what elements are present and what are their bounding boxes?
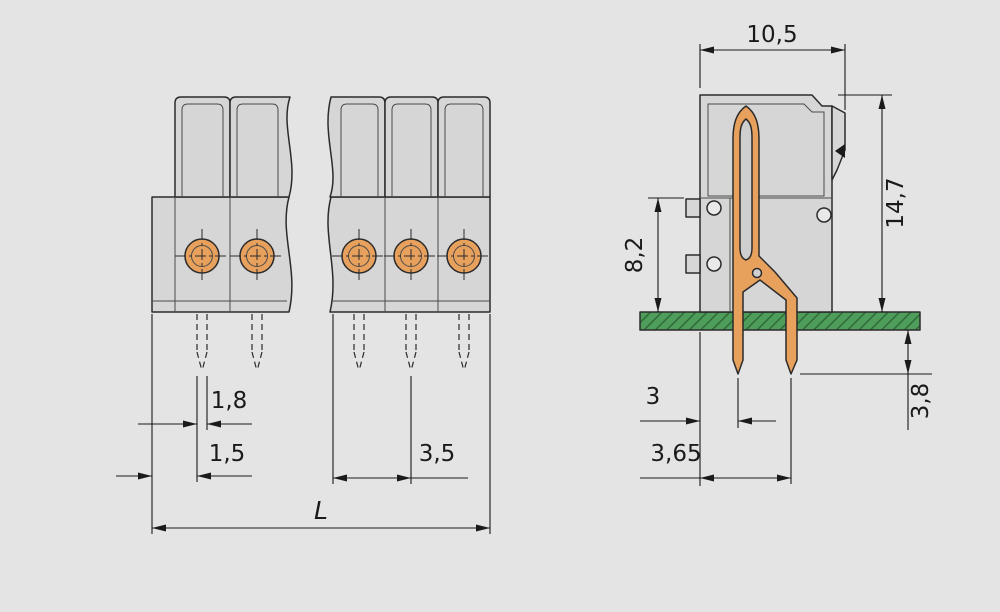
contact-spring — [732, 105, 798, 375]
front-dimensions: 1,8 1,5 3,5 L — [116, 314, 491, 534]
side-hole-upper — [706, 200, 722, 216]
side-hole-right — [816, 207, 832, 223]
dimension-label-pin-offset: 3 — [646, 384, 661, 410]
dimension-label-edge-offset: 1,5 — [209, 441, 246, 467]
shroud-cell-3 — [327, 96, 386, 198]
dimension-label-total-length: L — [314, 496, 328, 525]
dimension-label-width: 10,5 — [746, 22, 797, 48]
shroud-cell-1 — [174, 96, 231, 198]
front-dimension-arrows — [138, 420, 490, 532]
front-housing — [151, 96, 491, 313]
side-dimensions: 10,5 14,7 8,2 3 3,65 3,8 — [622, 22, 934, 486]
shroud-cell-2 — [229, 96, 293, 198]
shroud-inner-walls — [181, 103, 484, 197]
side-hole-lower — [706, 256, 722, 272]
contact-centermark — [437, 229, 491, 283]
contact-5 — [437, 229, 491, 283]
dimension-label-pin-spacing: 3,65 — [650, 441, 701, 467]
shroud-cell-5 — [437, 96, 491, 198]
dimension-label-height: 14,7 — [883, 177, 909, 228]
side-housing-latch — [831, 105, 846, 181]
side-view: 10,5 14,7 8,2 3 3,65 3,8 — [622, 22, 934, 486]
contact-centermark — [175, 229, 229, 283]
front-body-detail-lines — [152, 197, 490, 312]
front-view: 1,8 1,5 3,5 L — [116, 96, 491, 534]
contact-3 — [332, 229, 386, 283]
contact-1 — [175, 229, 229, 283]
front-contacts — [175, 229, 491, 283]
side-dimension-arrows — [654, 46, 912, 482]
contact-4 — [384, 229, 438, 283]
dimension-label-body-height: 8,2 — [622, 237, 648, 274]
contact-centermark — [332, 229, 386, 283]
side-left-tab-upper — [685, 198, 701, 218]
shroud-cell-4 — [384, 96, 439, 198]
dimension-label-pitch: 3,5 — [419, 441, 456, 467]
contact-centermark — [384, 229, 438, 283]
contact-spring-hole — [751, 267, 763, 279]
contact-2 — [230, 229, 284, 283]
latch-notch-mark — [835, 144, 845, 158]
contact-centermark — [230, 229, 284, 283]
dimension-label-pin-protrusion: 3,8 — [908, 383, 934, 420]
dimension-label-pin-width: 1,8 — [211, 388, 248, 414]
contact-spring-slot — [739, 118, 753, 261]
pcb-board — [639, 311, 921, 331]
side-inner-chamber — [707, 103, 825, 197]
front-housing-body-left — [151, 196, 293, 313]
side-left-tab-lower — [685, 254, 701, 274]
